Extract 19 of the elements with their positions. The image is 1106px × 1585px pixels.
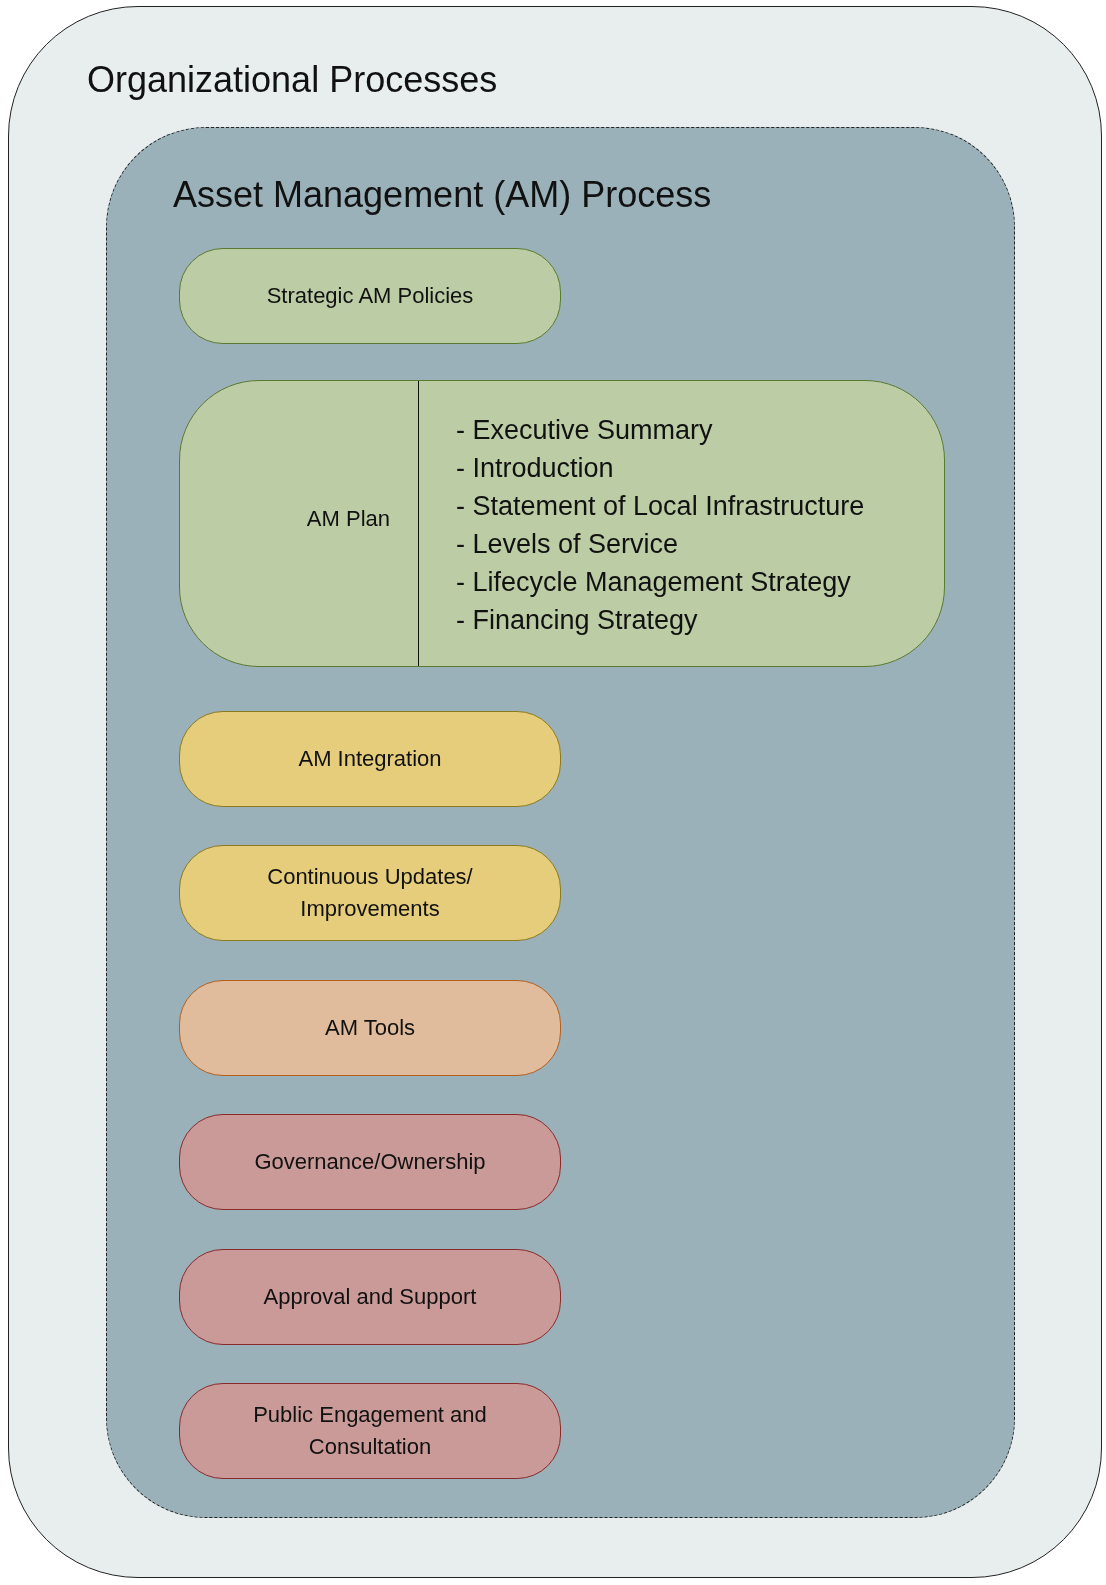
process-container <box>106 127 1015 1518</box>
node-label: AM Tools <box>323 1014 417 1042</box>
group-title: Organizational Processes <box>87 59 498 101</box>
group-title: Asset Management (AM) Process <box>173 174 712 216</box>
node-label: AM Plan <box>306 506 390 532</box>
list-item: - Statement of Local Infrastructure <box>456 491 865 522</box>
list-item: - Financing Strategy <box>456 605 698 636</box>
outer-container <box>8 6 1102 1578</box>
node-label: AM Integration <box>297 745 443 773</box>
node-label: Governance/Ownership <box>253 1148 487 1176</box>
node-label: Public Engagement and Consultation <box>252 1401 488 1461</box>
list-item: - Executive Summary <box>456 415 713 446</box>
node-label: Continuous Updates/ Improvements <box>266 863 474 923</box>
node-label: Approval and Support <box>262 1283 478 1311</box>
list-item: - Levels of Service <box>456 529 679 560</box>
list-item: - Introduction <box>456 453 614 484</box>
list-item: - Lifecycle Management Strategy <box>456 567 851 598</box>
node-label: Strategic AM Policies <box>265 282 475 310</box>
process-box <box>179 380 945 667</box>
